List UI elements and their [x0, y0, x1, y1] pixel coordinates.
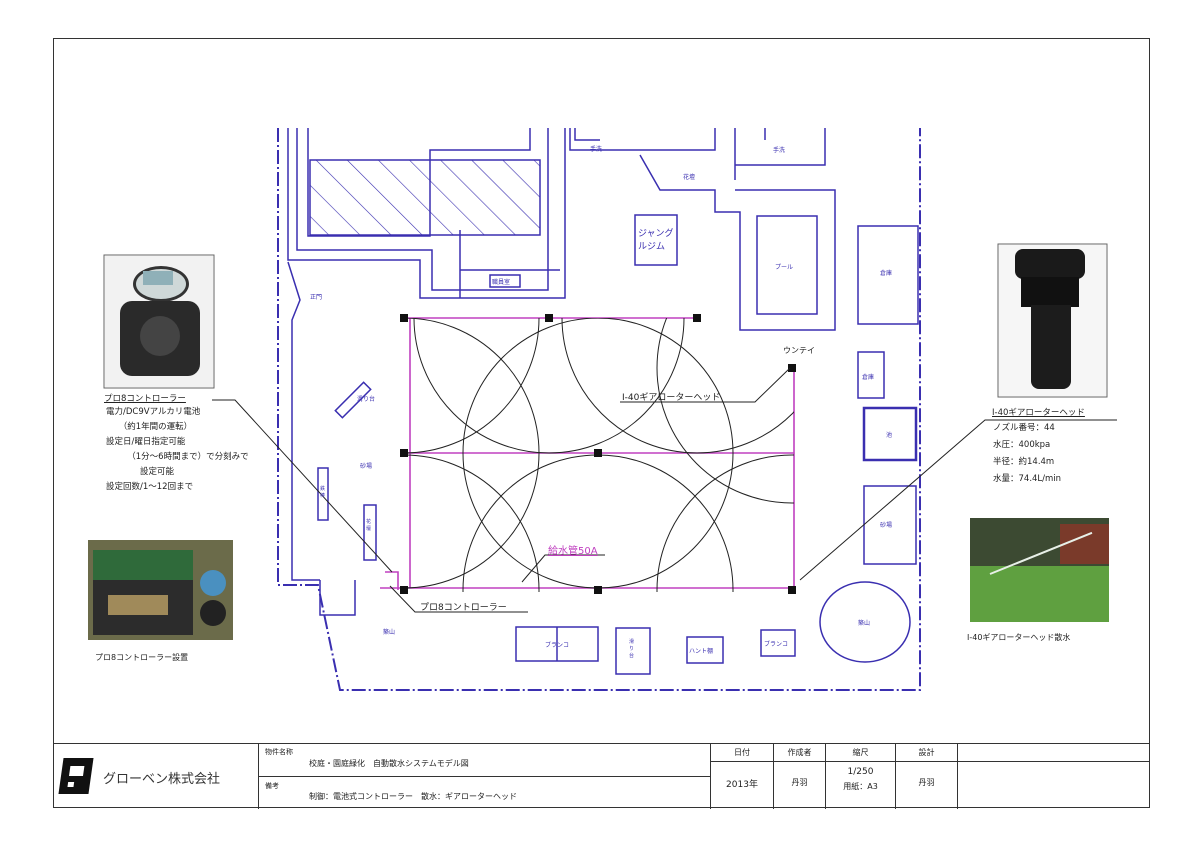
coverage-arc [413, 318, 685, 454]
label-main-gate: 正門 [310, 294, 323, 301]
author-label: 作成者 [787, 748, 812, 757]
storage-top [857, 225, 919, 325]
school-building [309, 159, 541, 236]
callout-pipe: 給水管50A [548, 546, 598, 557]
coverage-arc [656, 318, 794, 504]
scale-label: 縮尺 [852, 748, 869, 757]
date-value: 2013年 [726, 780, 758, 790]
design-label: 設計 [918, 748, 935, 757]
label-wash-top-left: 手洗 [590, 146, 603, 153]
sprinkler-head-icon [400, 449, 408, 457]
label-pond: 池 [886, 432, 893, 439]
coverage-arc [404, 318, 540, 589]
coverage-arc [404, 454, 540, 592]
project-cell: 物件名称 校庭・園庭緑化 自動散水システムモデル図 備考 制御：電池式コントロー… [258, 744, 711, 809]
drawing-sheet [53, 38, 1150, 808]
design-cell: 設計 丹羽 [895, 744, 957, 809]
scale-value: 1/250 [847, 767, 874, 777]
label-hill-right: 築山 [858, 620, 871, 627]
remarks-label: 備考 [265, 782, 279, 790]
label-sandbox-left: 砂場 [360, 463, 373, 470]
design-value: 丹羽 [918, 778, 935, 787]
site-boundary [277, 128, 921, 691]
label-bench: 花壇 [366, 519, 372, 532]
sprinkler-head-icon [594, 586, 602, 594]
rotor-photo [999, 245, 1106, 396]
controller-install-photo [88, 540, 233, 640]
title-block: グローベン株式会社 物件名称 校庭・園庭緑化 自動散水システムモデル図 備考 制… [53, 743, 1150, 809]
sprinkler-head-icon [693, 314, 701, 322]
label-wash-top-right: 手洗 [773, 147, 786, 154]
pool [756, 215, 818, 315]
left-note-title: プロ8コントローラー [104, 394, 186, 404]
jungle-gym [634, 214, 678, 266]
author-value: 丹羽 [791, 778, 808, 787]
photo-frames [103, 243, 1108, 398]
label-sandbox-right: 砂場 [880, 522, 893, 529]
left-note-specs: 電力/DC9Vアルカリ電池 （約1年間の運転） 設定日/曜日指定可能 （1分～6… [106, 407, 249, 492]
right-note-specs: ノズル番号：44 水圧：400kpa 半径：約14.4m 水量：74.4L/mi… [993, 423, 1062, 484]
label-office: 職員室 [492, 279, 511, 286]
scale-cell: 縮尺 1/250 用紙：A3 [825, 744, 895, 809]
remarks-value: 制御：電池式コントローラー 散水：ギアローターヘッド [309, 792, 517, 801]
paper-value: 用紙：A3 [843, 782, 878, 791]
label-storage-top: 倉庫 [880, 270, 893, 277]
date-cell: 日付 2013年 [710, 744, 773, 809]
label-pool: プール [775, 264, 794, 271]
sprinkler-head-icon [400, 586, 408, 594]
callout-controller: プロ8コントローラー [420, 603, 507, 613]
name-value: 校庭・園庭緑化 自動散水システムモデル図 [309, 759, 469, 768]
coverage-arc [656, 454, 794, 592]
company-name: グローベン株式会社 [103, 772, 221, 787]
right-note-title: I-40ギアローターヘッド [992, 408, 1085, 418]
label-storage-right: 倉庫 [862, 374, 875, 381]
blank-cell [957, 744, 1150, 809]
controller-photo [105, 256, 213, 387]
rotor-photo-caption: I-40ギアローターヘッド散水 [967, 633, 1071, 642]
label-jungle-gym: ジャングルジム [638, 229, 674, 252]
author-cell: 作成者 丹羽 [773, 744, 825, 809]
label-flowerbed-top: 花壇 [683, 174, 696, 181]
label-wuntei: ウンテイ [783, 346, 815, 355]
label-swing-2: ブランコ [764, 641, 789, 648]
sprinkler-head-icon [545, 314, 553, 322]
sprinkler-heads [400, 314, 796, 594]
name-label: 物件名称 [265, 748, 293, 756]
coverage-arc [561, 318, 794, 454]
rotor-spray-photo [970, 518, 1109, 622]
controller-photo-caption: プロ8コントローラー設置 [95, 653, 189, 662]
label-hunt: ハント棚 [689, 648, 714, 655]
leader-lines [212, 367, 1117, 613]
sprinkler-head-icon [788, 586, 796, 594]
label-slide: 滑り台 [629, 639, 635, 659]
callout-rotor: I-40ギアローターヘッド [622, 393, 721, 403]
label-bar: 鉄棒 [320, 486, 326, 499]
label-slide-left: 滑り台 [357, 396, 376, 403]
sprinkler-head-icon [594, 449, 602, 457]
label-hill-left: 築山 [383, 629, 396, 636]
date-label: 日付 [734, 748, 750, 757]
sprinkler-head-icon [400, 314, 408, 322]
label-swing-1: ブランコ [545, 642, 570, 649]
sprinkler-head-icon [788, 364, 796, 372]
company-logo [58, 758, 94, 794]
